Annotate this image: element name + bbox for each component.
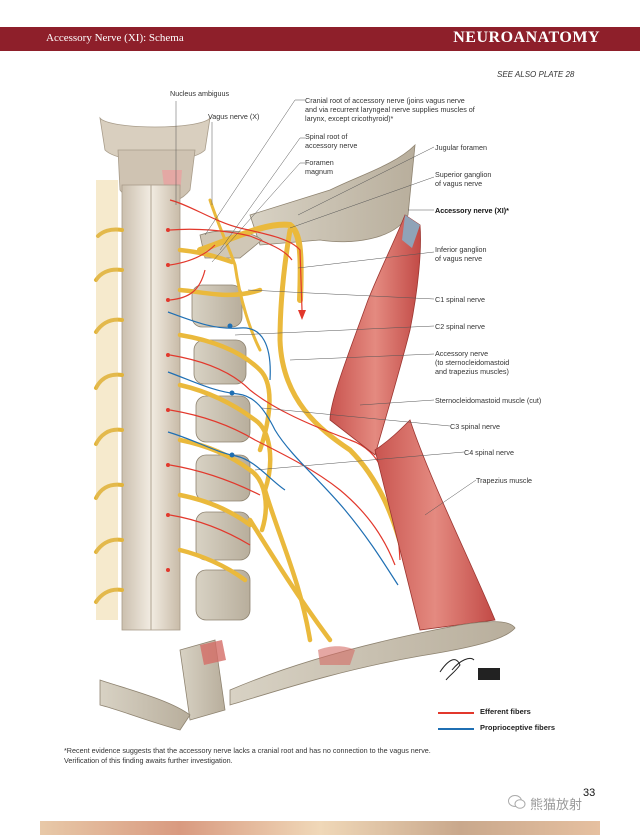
label-accessory-to-muscles: Accessory nerve (to sternocleidomastoid … <box>435 349 510 376</box>
label-superior-ganglion: Superior ganglion of vagus nerve <box>435 170 492 188</box>
label-sternocleidomastoid: Sternocleidomastoid muscle (cut) <box>435 396 542 405</box>
next-page-strip <box>40 821 600 835</box>
label-trapezius: Trapezius muscle <box>476 476 533 485</box>
skull-base <box>199 143 416 259</box>
leader-lines <box>175 99 477 516</box>
footnote: *Recent evidence suggests that the acces… <box>64 746 431 765</box>
legend-proprioceptive-label: Proprioceptive fibers <box>480 723 556 732</box>
vertebrae <box>191 284 251 621</box>
right-nerve-roots <box>177 247 333 643</box>
label-foramen-magnum: Foramen magnum <box>305 158 334 176</box>
label-c1-spinal-nerve: C1 spinal nerve <box>435 295 485 304</box>
proprioceptive-ganglia <box>227 323 235 458</box>
sternocleidomastoid-muscle <box>329 214 421 456</box>
label-jugular-foramen: Jugular foramen <box>435 143 487 152</box>
label-c2-spinal-nerve: C2 spinal nerve <box>435 322 485 331</box>
label-c3-spinal-nerve: C3 spinal nerve <box>450 422 500 431</box>
clavicle <box>99 621 516 731</box>
legend-efferent-swatch <box>438 712 474 714</box>
trapezius-muscle <box>374 419 496 631</box>
label-c4-spinal-nerve: C4 spinal nerve <box>464 448 514 457</box>
spinal-cord <box>121 184 181 631</box>
label-accessory-nerve: Accessory nerve (XI)* <box>435 206 509 215</box>
label-vagus-nerve: Vagus nerve (X) <box>208 112 260 121</box>
see-also-note: SEE ALSO PLATE 28 <box>497 70 575 79</box>
label-spinal-root: Spinal root of accessory nerve <box>305 132 358 150</box>
page-number: 33 <box>583 787 596 799</box>
artist-signature <box>439 657 500 681</box>
left-nerve-roots <box>94 227 124 604</box>
legend-efferent-label: Efferent fibers <box>480 707 531 716</box>
wechat-icon <box>508 795 526 809</box>
section-title: Accessory Nerve (XI): Schema <box>46 32 184 44</box>
book-title: NEUROANATOMY <box>453 29 600 46</box>
label-inferior-ganglion: Inferior ganglion of vagus nerve <box>435 245 487 263</box>
proprioceptive-fibers <box>167 311 399 586</box>
red-dots <box>166 228 170 572</box>
page-header: Accessory Nerve (XI): Schema NEUROANATOM… <box>0 27 640 51</box>
legend-proprioceptive-swatch <box>438 728 474 730</box>
label-nucleus-ambiguus: Nucleus ambiguus <box>170 89 230 98</box>
watermark-text: 熊猫放射 <box>530 797 583 812</box>
label-cranial-root: Cranial root of accessory nerve (joins v… <box>305 96 475 123</box>
